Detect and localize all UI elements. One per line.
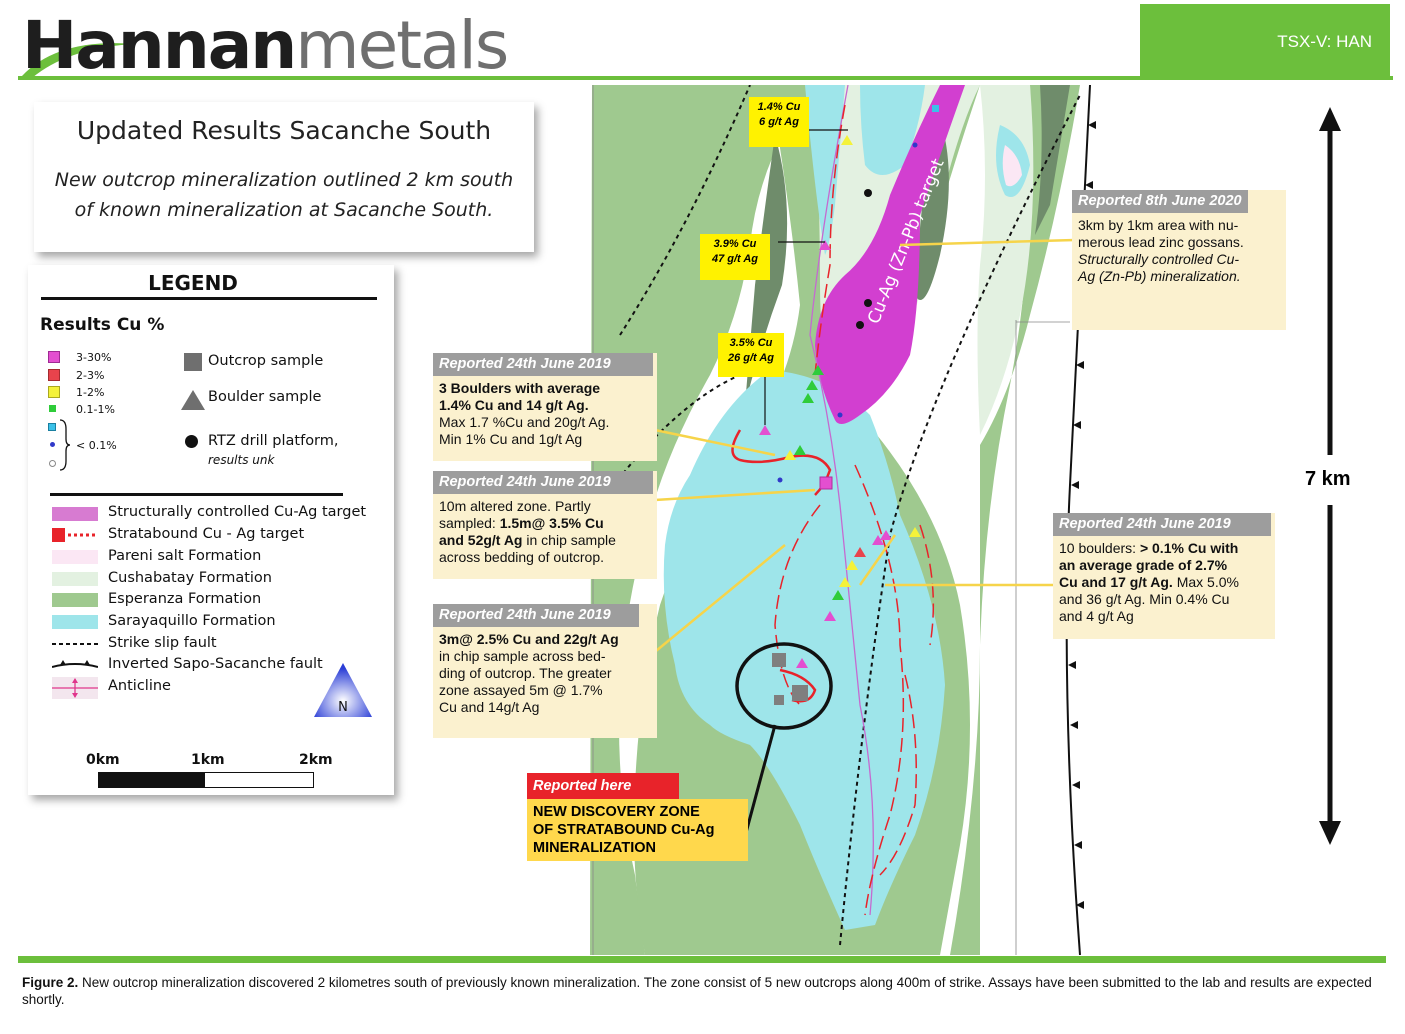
grade-swatch-1 bbox=[48, 351, 60, 363]
legend-swatch-target bbox=[52, 507, 98, 521]
scale-arrow-7km bbox=[1319, 107, 1341, 845]
grade-swatch-3 bbox=[48, 386, 60, 398]
map-subtitle: New outcrop mineralization outlined 2 km… bbox=[54, 169, 514, 221]
svg-text:N: N bbox=[338, 700, 348, 715]
legend-swatch-strike-slip bbox=[52, 643, 98, 645]
legend-panel: LEGEND Results Cu % 3-30% 2-3% 1-2% 0.1-… bbox=[28, 265, 394, 795]
callout-2020-head: Reported 8th June 2020 bbox=[1072, 190, 1248, 213]
new-zone-ring bbox=[735, 642, 833, 730]
figure-caption: Figure 2. New outcrop mineralization dis… bbox=[22, 975, 1372, 1007]
callout-new-discovery: Reported here NEW DISCOVERY ZONE OF STRA… bbox=[527, 773, 748, 868]
results-title: Results Cu % bbox=[40, 315, 165, 335]
legend-swatch-sarayaquillo bbox=[52, 615, 98, 629]
header-rule bbox=[18, 76, 1393, 80]
callout-2019-chip: Reported 24th June 2019 3m@ 2.5% Cu and … bbox=[433, 604, 657, 738]
anticline-axis bbox=[809, 85, 874, 916]
drill-icon bbox=[185, 435, 198, 448]
esperanza-formation-west bbox=[590, 85, 815, 955]
grade-swatch-4 bbox=[49, 405, 56, 412]
strike-slip-fault-west bbox=[619, 85, 751, 336]
logo-bold-text: Hannan bbox=[22, 7, 297, 84]
scale-7km-label: 7 km bbox=[1305, 468, 1351, 490]
legend-swatch-pareni bbox=[52, 550, 98, 564]
legend-swatch-stratabound bbox=[52, 528, 98, 542]
callout-2019-boulders: Reported 24th June 2019 3 Boulders with … bbox=[433, 353, 657, 461]
callout-2019-altered: Reported 24th June 2019 10m altered zone… bbox=[433, 471, 657, 579]
legend-swatch-esperanza bbox=[52, 593, 98, 607]
north-arrow-icon: N bbox=[314, 663, 372, 717]
structurally-controlled-target bbox=[815, 85, 965, 424]
legend-swatch-inverted-fault bbox=[52, 660, 98, 668]
ticker-badge: TSX-V: HAN bbox=[1140, 4, 1390, 80]
sample-points bbox=[759, 105, 939, 705]
sarayaquillo-formation bbox=[663, 370, 945, 930]
callout-2020: Reported 8th June 2020 3km by 1km area w… bbox=[1072, 190, 1286, 330]
legend-swatch-anticline bbox=[52, 677, 98, 699]
logo-swoosh bbox=[22, 43, 134, 78]
company-logo: Hannanmetals bbox=[22, 6, 509, 86]
outcrop-icon bbox=[184, 353, 202, 371]
logo-light-text: metals bbox=[295, 7, 509, 84]
title-box: Updated Results Sacanche South New outcr… bbox=[34, 102, 534, 252]
scale-bar-black bbox=[98, 772, 204, 788]
scale-bar-white bbox=[204, 772, 314, 788]
grade-swatch-2 bbox=[48, 369, 60, 381]
legend-title: LEGEND bbox=[148, 271, 238, 295]
ticker-text: TSX-V: HAN bbox=[1277, 32, 1372, 51]
footer-rule bbox=[18, 956, 1386, 963]
strike-slip-fault-east bbox=[839, 94, 1081, 946]
boulder-icon bbox=[181, 390, 205, 410]
brace-icon bbox=[59, 419, 71, 471]
map-title: Updated Results Sacanche South bbox=[76, 116, 492, 145]
legend-swatch-cushabatay bbox=[52, 572, 98, 586]
callout-2019-10boulders: Reported 24th June 2019 10 boulders: > 0… bbox=[1053, 513, 1275, 639]
